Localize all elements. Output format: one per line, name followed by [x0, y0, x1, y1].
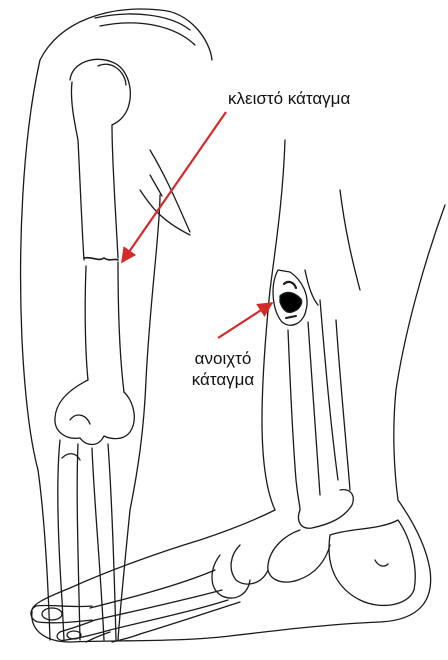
open-fracture-label-line2: κάταγμα — [180, 369, 266, 390]
closed-fracture-label: κλειστό κάταγμα — [228, 88, 350, 109]
open-fracture-label: ανοιχτό κάταγμα — [180, 348, 266, 390]
open-fracture-wound — [273, 270, 307, 325]
closed-fracture-arrow — [122, 112, 226, 262]
open-fracture-label-line1: ανοιχτό — [180, 348, 266, 369]
humerus-bone — [55, 59, 134, 444]
forearm-bones — [58, 440, 116, 640]
open-fracture-arrow — [218, 303, 272, 338]
